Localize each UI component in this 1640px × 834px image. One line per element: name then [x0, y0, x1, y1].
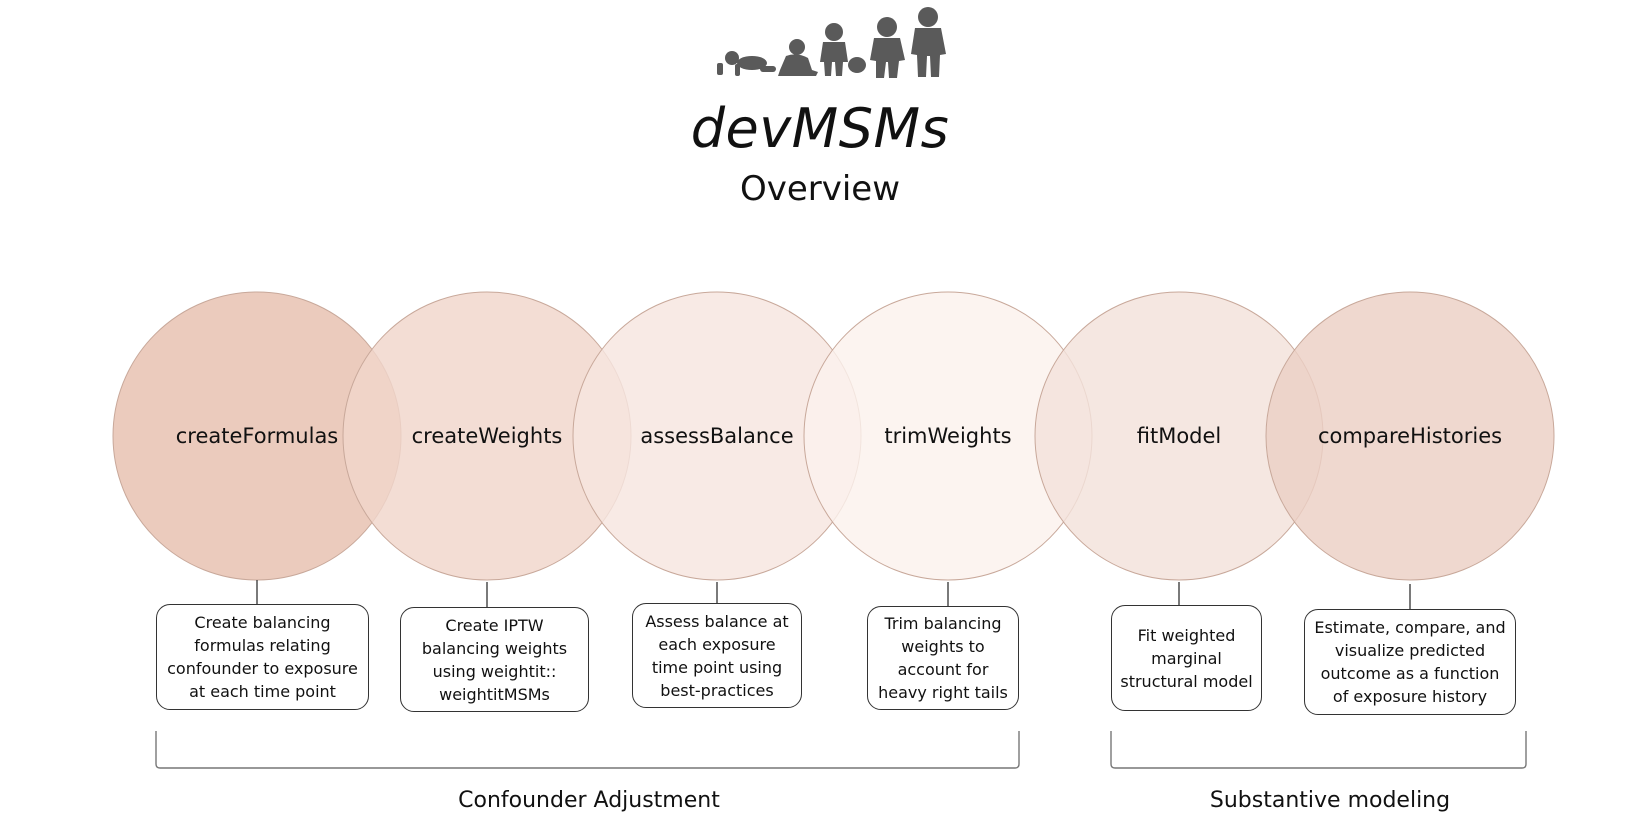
step-description-assess-balance: Assess balance at each exposure time poi… [632, 603, 802, 708]
step-description-trim-weights: Trim balancing weights to account for he… [867, 606, 1019, 710]
crawling-baby-silhouette [717, 51, 776, 76]
bracket-substantive-modeling [1110, 731, 1527, 769]
step-label-create-weights: createWeights [411, 424, 563, 448]
group-label-substantive-modeling: Substantive modeling [1209, 788, 1451, 813]
child-with-ball-silhouette [820, 23, 866, 76]
connectors [155, 580, 1527, 769]
step-description-fit-model: Fit weighted marginal structural model [1111, 605, 1262, 711]
step-circles [112, 291, 1555, 581]
step-label-trim-weights: trimWeights [884, 424, 1012, 448]
step-label-create-formulas: createFormulas [175, 424, 339, 448]
group-label-confounder-adjustment: Confounder Adjustment [458, 788, 720, 813]
step-description-create-weights: Create IPTW balancing weights using weig… [400, 607, 589, 712]
step-description-create-formulas: Create balancing formulas relating confo… [156, 604, 369, 710]
step-label-compare-histories: compareHistories [1317, 424, 1503, 448]
diagram-title: devMSMs [690, 97, 950, 160]
circle-compare-histories [1265, 291, 1555, 581]
walking-child-silhouette [870, 17, 905, 78]
step-description-compare-histories: Estimate, compare, and visualize predict… [1304, 609, 1516, 715]
older-child-silhouette [911, 7, 946, 77]
bracket-confounder-adjustment [155, 731, 1020, 769]
diagram-subtitle: Overview [739, 169, 901, 209]
child-development-silhouettes-icon [717, 7, 946, 78]
step-label-fit-model: fitModel [1136, 424, 1222, 448]
sitting-toddler-silhouette [778, 39, 818, 76]
step-label-assess-balance: assessBalance [640, 424, 794, 448]
